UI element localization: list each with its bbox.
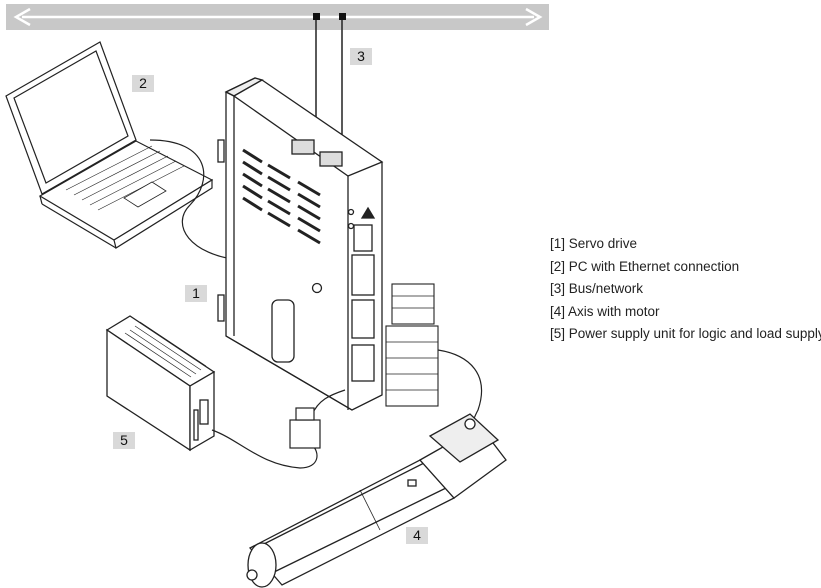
pc-laptop [5,41,214,249]
callout-axis-with-motor: 4 [406,527,428,544]
servo-drive [217,77,384,411]
power-cable [211,429,318,469]
callout-pc: 2 [132,75,154,92]
legend-item-pc: [2] PC with Ethernet connection [550,258,740,274]
plug-connectors [385,283,439,407]
bus-network-bar [6,4,549,30]
power-supply-unit [105,315,216,452]
power-plug [289,407,321,449]
legend-item-bus-network: [3] Bus/network [550,281,644,296]
callout-servo-drive: 1 [185,285,207,302]
callout-bus-network: 3 [350,48,372,65]
legend-item-servo-drive: [1] Servo drive [550,236,638,251]
callout-power-supply: 5 [113,432,135,449]
legend-item-axis-with-motor: [4] Axis with motor [550,303,660,319]
legend: [1] Servo drive [2] PC with Ethernet con… [550,236,821,349]
axis-with-motor [246,413,507,588]
legend-item-power-supply: [5] Power supply unit for logic and load… [550,326,821,341]
